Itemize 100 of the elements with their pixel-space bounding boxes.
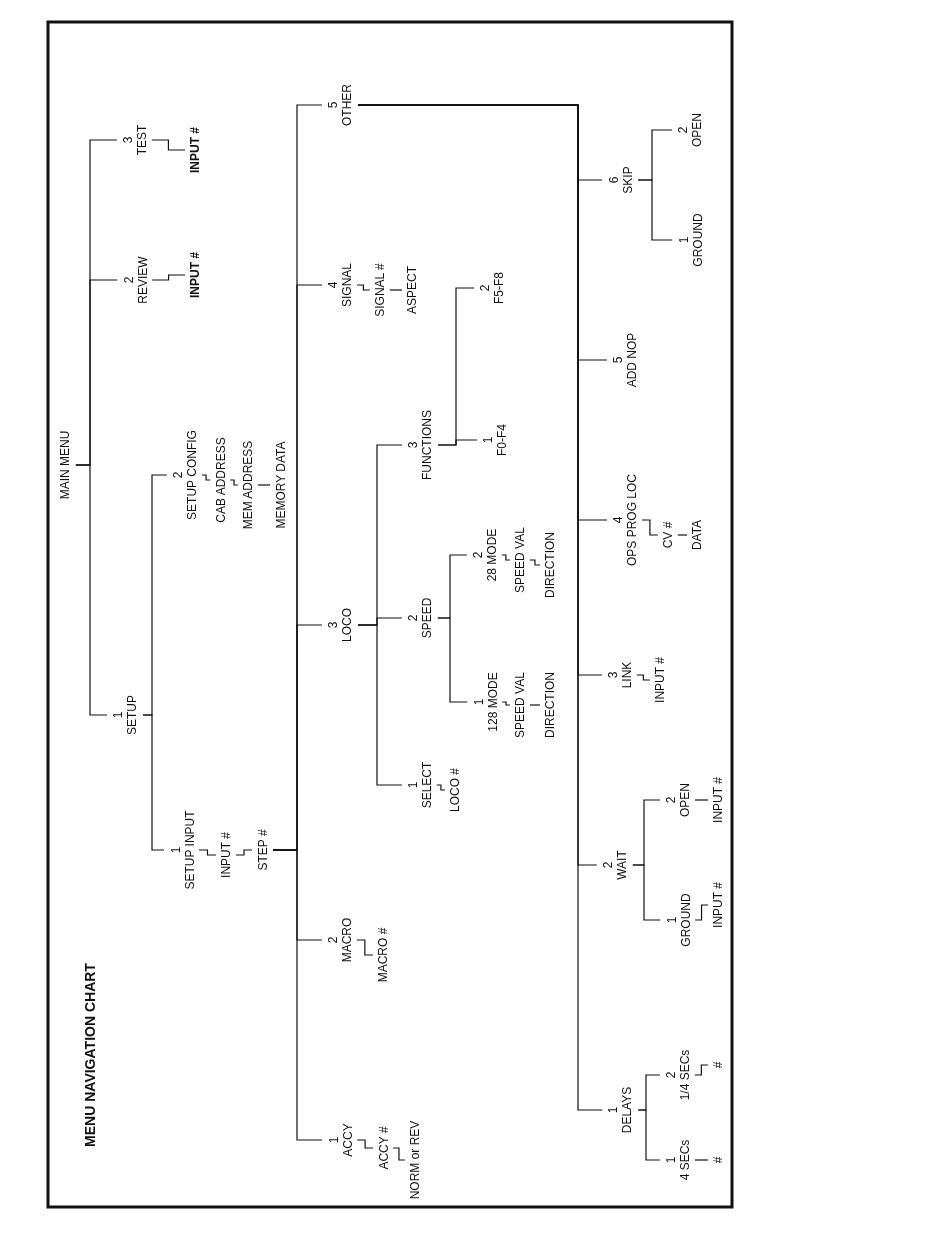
menu-number: 1	[111, 710, 125, 721]
connector-line	[356, 284, 371, 291]
menu-number: 1	[326, 1135, 341, 1146]
menu-label: SKIP	[620, 166, 635, 194]
menu-label: SPEED VAL	[512, 527, 527, 593]
menu-label: F5-F8	[492, 272, 506, 304]
menu-label: DATA	[690, 519, 705, 551]
menu-number: 3	[406, 440, 420, 451]
menu-label: 4 SECs	[677, 1139, 692, 1181]
menu-label: LOCO #	[448, 768, 462, 812]
menu-label: CAB ADDRESS	[213, 437, 228, 523]
connector-line	[235, 849, 253, 856]
menu-label: INPUT #	[652, 657, 667, 703]
menu-label: SETUP CONFIG	[184, 430, 199, 520]
menu-label: FUNCTIONS	[420, 410, 434, 480]
menu-label: ACCY #	[376, 1126, 391, 1170]
menu-number: 5	[326, 100, 340, 111]
connector-line	[436, 784, 446, 791]
menu-label: ADD NOP	[624, 332, 639, 388]
connector-line	[357, 104, 603, 181]
menu-label: GROUND	[678, 893, 693, 947]
connector-line	[636, 674, 651, 681]
menu-label: #	[710, 1156, 725, 1164]
menu-label: SETUP INPUT	[182, 810, 197, 890]
connector-line	[694, 904, 709, 921]
menu-label: INPUT #	[188, 252, 202, 298]
menu-label: 28 MODE	[484, 528, 499, 582]
menu-label: F0-F4	[495, 424, 509, 456]
menu-label: #	[710, 1061, 725, 1069]
menu-label: DIRECTION	[543, 532, 557, 598]
menu-label: 1/4 SECs	[677, 1049, 692, 1101]
connector-line	[694, 799, 709, 801]
menu-number: 6	[606, 175, 621, 186]
connector-line	[356, 1139, 374, 1149]
menu-number: 2	[170, 470, 185, 481]
menu-number: 4	[326, 280, 340, 291]
menu-label: INPUT #	[710, 777, 725, 823]
menu-label: ASPECT	[405, 266, 419, 314]
menu-label: TEST	[134, 124, 149, 156]
menu-label: MEMORY DATA	[273, 441, 288, 529]
connector-line	[257, 484, 271, 486]
menu-label: NORM or REV	[407, 1120, 422, 1200]
menu-label: GROUND	[690, 213, 705, 267]
connector-line	[677, 534, 688, 536]
menu-label: ACCY	[340, 1123, 355, 1157]
menu-label: MEM ADDRESS	[240, 440, 255, 530]
menu-number: 3	[120, 135, 135, 146]
connector-line	[229, 479, 239, 486]
menu-number: 2	[664, 795, 678, 806]
connector-line	[201, 474, 211, 481]
connector-line	[75, 139, 118, 466]
connector-line	[272, 104, 323, 851]
menu-label: OTHER	[340, 84, 354, 126]
menu-label: MACRO	[339, 917, 354, 963]
connector-line	[389, 289, 403, 291]
chart-title: MENU NAVIGATION CHART	[81, 963, 98, 1147]
connector-line	[632, 799, 661, 866]
menu-label: SPEED	[419, 597, 434, 639]
menu-label: DELAYS	[620, 1086, 635, 1134]
connector-line	[151, 274, 186, 281]
menu-label: INPUT #	[218, 832, 233, 878]
menu-number: 2	[478, 283, 492, 294]
menu-number: 2	[121, 275, 136, 286]
menu-number: 2	[676, 125, 690, 136]
menu-label: LINK	[619, 661, 634, 689]
menu-number: 1	[471, 697, 486, 708]
menu-number: 3	[326, 620, 340, 631]
connector-line	[151, 139, 186, 151]
menu-label: OPEN	[690, 113, 704, 147]
menu-number: 5	[610, 355, 625, 366]
connector-line	[529, 704, 541, 706]
connector-line	[501, 554, 511, 561]
menu-label: STEP #	[255, 829, 270, 871]
menu-number: 2	[663, 1070, 678, 1081]
menu-number: 1	[168, 845, 183, 856]
connector-line	[529, 559, 541, 566]
connector-line	[437, 287, 475, 446]
menu-number: 1	[606, 1105, 621, 1116]
menu-label: WAIT	[614, 850, 629, 880]
menu-label: INPUT #	[188, 127, 202, 173]
menu-number: 1	[481, 435, 495, 446]
menu-label: CV #	[660, 521, 675, 549]
connector-line	[641, 519, 659, 536]
menu-number: 1	[664, 915, 679, 926]
menu-number: 2	[325, 935, 340, 946]
menu-label: SETUP	[125, 695, 139, 735]
menu-number: 1	[405, 780, 420, 791]
menu-label: REVIEW	[135, 256, 150, 304]
menu-number: 2	[600, 860, 615, 871]
menu-number: 1	[676, 235, 691, 246]
connector-line	[392, 1147, 406, 1161]
connector-line	[198, 849, 217, 856]
menu-number: 1	[663, 1155, 678, 1166]
menu-label: 128 MODE	[485, 672, 500, 732]
menu-number: 2	[405, 613, 420, 624]
connector-line	[437, 554, 468, 619]
menu-label: SELECT	[419, 761, 434, 809]
connector-line	[637, 1074, 661, 1111]
menu-number: 2	[470, 550, 485, 561]
menu-label: DIRECTION	[543, 672, 557, 738]
